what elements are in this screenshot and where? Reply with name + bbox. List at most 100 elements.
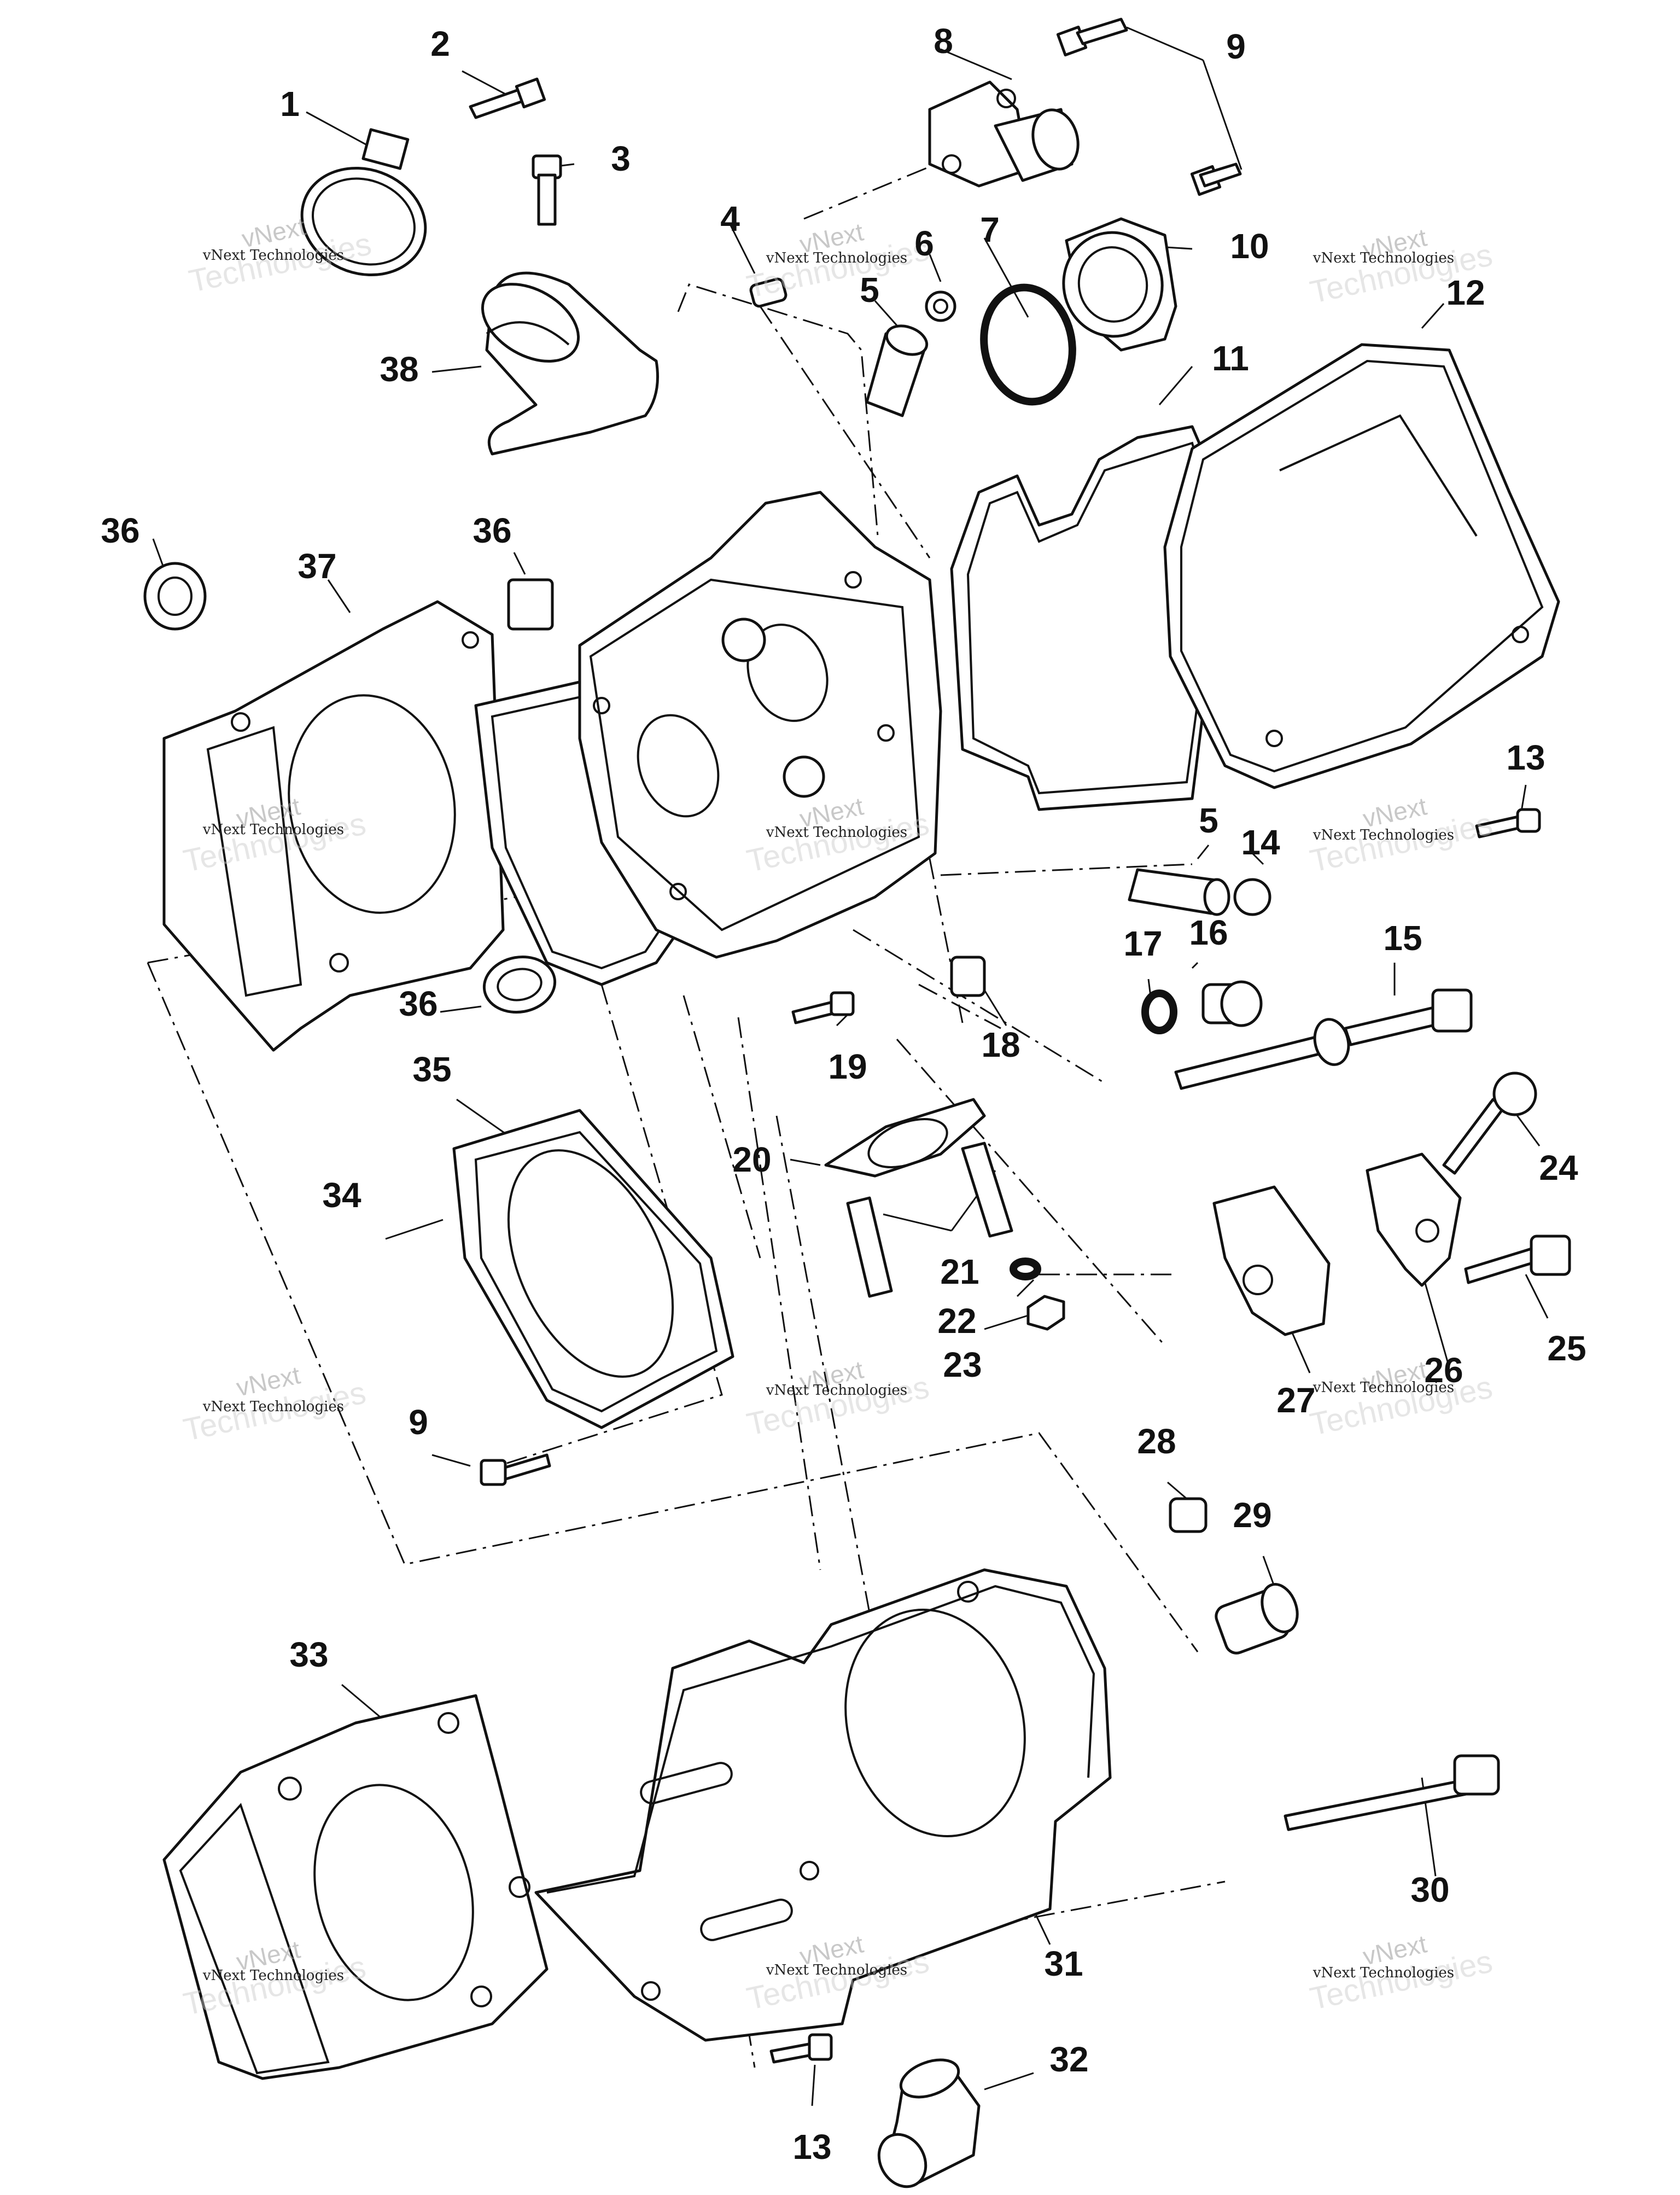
part-3-bolt xyxy=(532,154,562,226)
part-4-dowel xyxy=(749,277,788,308)
callout-32: 32 xyxy=(1049,2040,1088,2079)
callout-7: 7 xyxy=(980,210,1000,249)
callout-18: 18 xyxy=(981,1025,1020,1064)
watermark-small: vNext Technologies xyxy=(1312,250,1454,266)
callout-26: 26 xyxy=(1424,1350,1463,1390)
part-34-cylinder-cover xyxy=(452,1109,734,1429)
callout-36-left: 36 xyxy=(101,511,139,550)
callout-37: 37 xyxy=(298,546,336,586)
part-9-bolt-top-a xyxy=(1056,18,1128,57)
callout-31: 31 xyxy=(1044,1944,1083,1983)
callout-21: 21 xyxy=(940,1252,979,1291)
callout-30: 30 xyxy=(1410,1870,1449,1909)
part-15-long-bolt xyxy=(1174,988,1473,1090)
part-7-o-ring xyxy=(980,283,1076,406)
part-22-washer xyxy=(1010,1257,1041,1280)
part-36-valve-cover-seal-mid xyxy=(507,578,554,631)
part-9-bolt-top-b xyxy=(1190,162,1242,196)
callout-13-right: 13 xyxy=(1506,738,1545,777)
watermark-small: vNext Technologies xyxy=(1312,1965,1454,1981)
part-21-stud-left xyxy=(846,1196,893,1298)
part-8-water-elbow xyxy=(928,80,1080,188)
watermark-small: vNext Technologies xyxy=(766,1962,907,1978)
watermark: vNext Technologies xyxy=(180,1360,369,1448)
part-12-valve-cover xyxy=(1163,343,1560,789)
part-11-cover-gasket xyxy=(950,425,1238,811)
part-13-bolt-bottom xyxy=(769,2033,833,2064)
part-9-bolt-bottom xyxy=(480,1453,551,1486)
callout-17: 17 xyxy=(1123,924,1162,963)
callout-28: 28 xyxy=(1137,1422,1176,1461)
part-25-bolt xyxy=(1464,1235,1571,1284)
callout-2: 2 xyxy=(430,24,450,63)
callout-4: 4 xyxy=(720,199,740,238)
callout-13-bottom: 13 xyxy=(792,2127,831,2167)
part-26-cam-bracket xyxy=(1366,1152,1462,1287)
part-28-dowel xyxy=(1169,1497,1208,1533)
part-2-clamp-screw xyxy=(469,77,546,119)
part-36-valve-cover-seal-left xyxy=(143,562,207,631)
callout-19: 19 xyxy=(828,1047,867,1086)
callout-9-bottom: 9 xyxy=(409,1402,428,1442)
watermark-small: vNext Technologies xyxy=(202,247,344,264)
part-19-bolt xyxy=(791,991,855,1024)
part-16-plug xyxy=(1201,980,1263,1027)
part-31-cylinder xyxy=(534,1568,1112,2042)
part-17-washer xyxy=(1141,989,1177,1034)
part-13-bolt-right xyxy=(1475,808,1541,839)
callout-29: 29 xyxy=(1233,1495,1271,1535)
callout-25: 25 xyxy=(1547,1329,1586,1368)
callout-35: 35 xyxy=(412,1050,451,1089)
part-5-valve-guide-top xyxy=(865,324,929,417)
part-10-thermostat-housing xyxy=(1062,217,1177,352)
callout-9-top: 9 xyxy=(1226,27,1246,66)
part-6-seal xyxy=(925,290,956,322)
callout-5-lower: 5 xyxy=(1199,801,1218,840)
part-5-valve-guide-lower xyxy=(1128,868,1230,916)
callout-8: 8 xyxy=(934,21,953,61)
part-cylinder-head xyxy=(578,491,942,959)
callout-3: 3 xyxy=(611,139,631,178)
callout-24: 24 xyxy=(1539,1148,1578,1187)
watermark-small: vNext Technologies xyxy=(202,1967,344,1984)
callout-16: 16 xyxy=(1189,913,1228,952)
part-33-base-gasket xyxy=(162,1694,549,2080)
callout-12: 12 xyxy=(1446,273,1485,312)
callout-34: 34 xyxy=(322,1175,361,1215)
watermark-small: vNext Technologies xyxy=(766,824,907,841)
callout-38: 38 xyxy=(380,350,418,389)
part-1-hose-clamp xyxy=(300,128,427,277)
callout-33: 33 xyxy=(289,1635,328,1674)
watermark-small: vNext Technologies xyxy=(766,250,907,266)
part-27-cam-bracket xyxy=(1212,1185,1331,1336)
callout-11: 11 xyxy=(1212,339,1249,378)
part-21-stud-right xyxy=(961,1142,1013,1238)
part-30-cylinder-bolt xyxy=(1284,1754,1500,1831)
part-24-bolt xyxy=(1442,1072,1537,1175)
callout-22: 22 xyxy=(937,1301,976,1341)
callout-14: 14 xyxy=(1241,823,1280,862)
watermark-small: vNext Technologies xyxy=(202,822,344,838)
watermark-small: vNext Technologies xyxy=(766,1382,907,1399)
watermark-small: vNext Technologies xyxy=(202,1399,344,1415)
callout-23: 23 xyxy=(943,1345,982,1384)
leader-lines xyxy=(152,26,1549,2106)
part-32-water-elbow xyxy=(877,2058,981,2188)
callout-36-lower: 36 xyxy=(399,984,438,1023)
part-37-head-gasket-rear xyxy=(162,600,505,1052)
callout-10: 10 xyxy=(1230,226,1269,266)
part-29-fitting xyxy=(1215,1582,1299,1655)
callout-20: 20 xyxy=(732,1140,771,1179)
part-18-dowel xyxy=(950,956,986,997)
part-36-valve-cover-seal-lower xyxy=(482,955,557,1014)
part-20-exhaust-gasket xyxy=(824,1098,986,1178)
watermark-small: vNext Technologies xyxy=(1312,1379,1454,1396)
callout-1: 1 xyxy=(280,84,300,124)
callout-15: 15 xyxy=(1383,918,1422,958)
callout-labels: 1 2 3 4 5 6 7 8 9 10 11 12 13 5 14 15 16… xyxy=(101,21,1586,2167)
callout-6: 6 xyxy=(914,224,934,263)
callout-36-mid: 36 xyxy=(472,511,511,550)
part-38-intake-boot xyxy=(481,271,659,456)
part-23-nut xyxy=(1026,1295,1065,1331)
